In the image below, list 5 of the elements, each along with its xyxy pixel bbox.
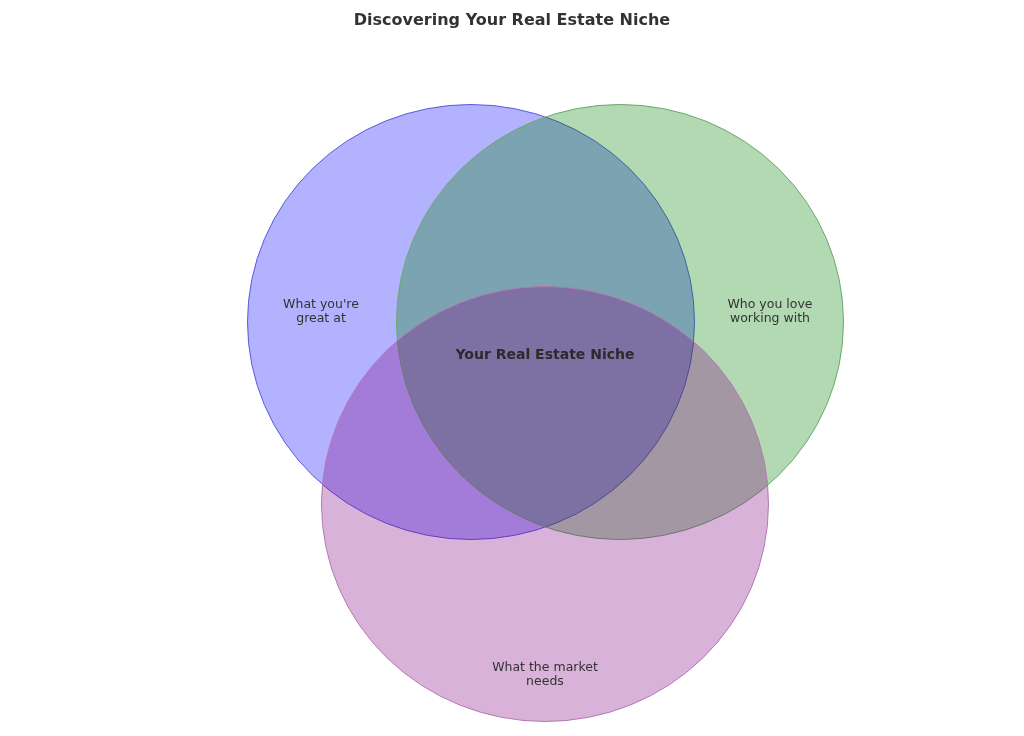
title: Discovering Your Real Estate Niche [353,10,671,29]
circle-label: Who you love working with [726,297,814,325]
circle-label: What the market needs [491,660,599,688]
circle-label: What you're great at [282,297,360,325]
center-label: Your Real Estate Niche [455,346,635,362]
